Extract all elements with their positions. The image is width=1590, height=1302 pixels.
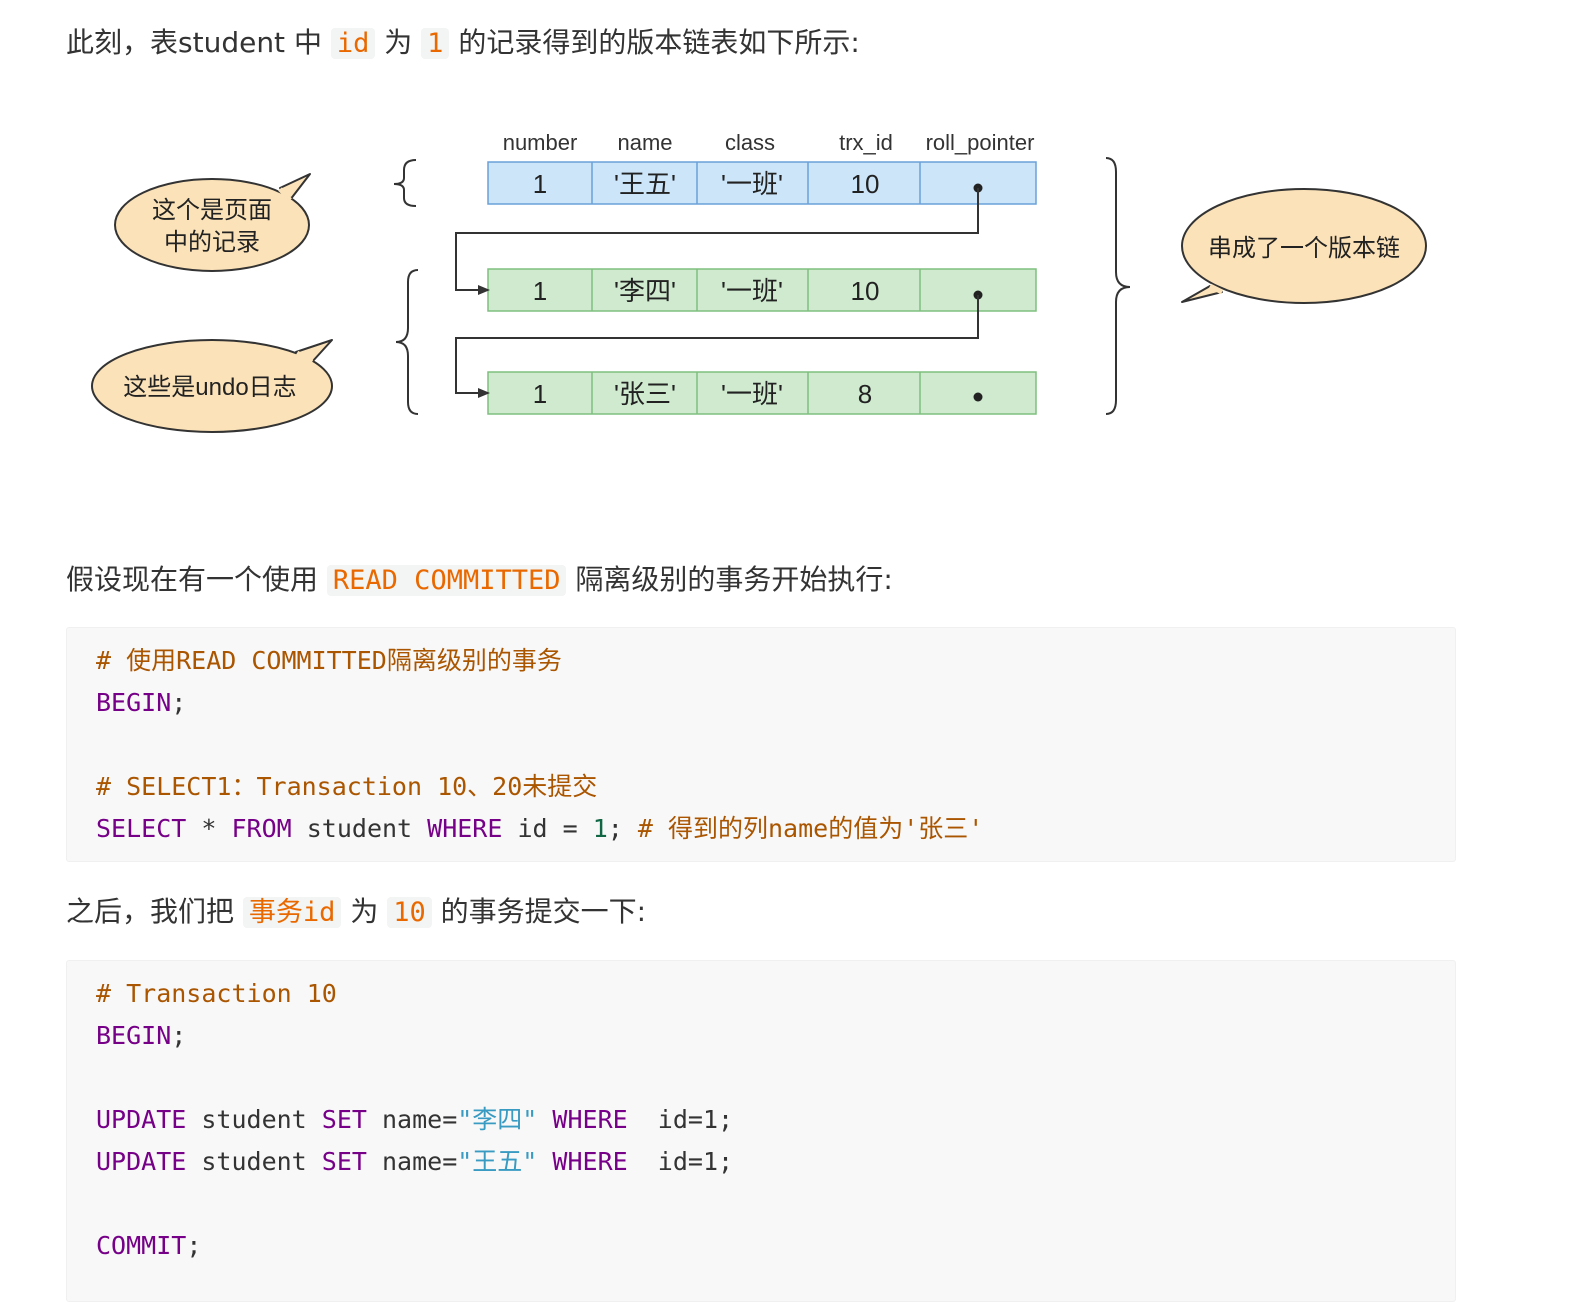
code-block-transaction[interactable]: # Transaction 10 BEGIN; UPDATE student S… (66, 960, 1456, 1302)
cell-trx-id: 8 (858, 379, 872, 409)
bubble-page-text-line2: 中的记录 (164, 229, 260, 256)
inline-code-transaction-id: 事务id (242, 897, 342, 928)
cell-class: '一班' (721, 379, 783, 409)
code-block-select[interactable]: # 使用READ COMMITTED隔离级别的事务 BEGIN; # SELEC… (66, 627, 1456, 862)
cell-class: '一班' (721, 169, 783, 199)
cell-trx-id: 10 (851, 169, 880, 199)
bubble-chain-text: 串成了一个版本链 (1208, 235, 1400, 262)
para2-text-suffix: 隔离级别的事务开始执行: (566, 563, 893, 596)
roll-pointer-dot (973, 392, 983, 402)
para3-text-prefix: 之后，我们把 (66, 895, 243, 928)
header-trx-id: trx_id (839, 130, 893, 155)
code-comment-line: # SELECT1：Transaction 10、20未提交 (96, 772, 598, 801)
keyword-update: UPDATE (96, 1147, 187, 1176)
code-select-line: SELECT * FROM student WHERE id = 1; # 得到… (96, 813, 983, 845)
commit-paragraph: 之后，我们把 事务id 为 10 的事务提交一下: (66, 892, 646, 933)
keyword-set: SET (321, 1147, 367, 1176)
bubble-undo-text: 这些是undo日志 (123, 374, 296, 401)
inline-code-id: id (330, 28, 376, 59)
code-update-line: UPDATE student SET name="王五" WHERE id=1; (96, 1146, 733, 1178)
keyword-where: WHERE (552, 1105, 628, 1134)
cell-trx-id: 10 (851, 276, 880, 306)
version-chain-diagram: number name class trx_id roll_pointer 1 … (91, 130, 1427, 433)
inline-code-ten: 10 (387, 897, 432, 928)
connector-arrow (455, 295, 979, 398)
cell-number: 1 (533, 169, 547, 199)
semicolon: ; (171, 1021, 187, 1050)
header-roll-pointer: roll_pointer (926, 130, 1035, 155)
connector-arrow (455, 188, 979, 295)
condition: id=1; (627, 1147, 734, 1176)
cell-number: 1 (533, 379, 547, 409)
version-chain-brace (1105, 157, 1131, 415)
roll-pointer-connectors (455, 188, 979, 398)
bubble-undo-log: 这些是undo日志 (91, 339, 333, 433)
keyword-where: WHERE (427, 814, 503, 843)
code-comment-line: # Transaction 10 (96, 979, 337, 1008)
code-begin-line: BEGIN; (96, 1020, 186, 1052)
cell-name: '王五' (614, 169, 676, 199)
inline-code-isolation-level: READ COMMITTED (326, 565, 567, 596)
code-commit-line: COMMIT; (96, 1230, 201, 1262)
record-row-current: 1 '王五' '一班' 10 (487, 161, 1037, 205)
bubble-version-chain: 串成了一个版本链 (1181, 188, 1427, 304)
para2-text-prefix: 假设现在有一个使用 (66, 563, 327, 596)
semicolon: ; (186, 1231, 202, 1260)
keyword-update: UPDATE (96, 1105, 187, 1134)
keyword-select: SELECT (96, 814, 187, 843)
bubble-page-text-line1: 这个是页面 (152, 197, 272, 224)
undo-log-row: 1 '李四' '一班' 10 (487, 268, 1037, 312)
column-headers: number name class trx_id roll_pointer (503, 130, 1035, 155)
code-comment-line: # 使用READ COMMITTED隔离级别的事务 (96, 646, 562, 675)
code-begin-line: BEGIN; (96, 687, 186, 719)
header-name: name (617, 130, 672, 155)
keyword-from: FROM (231, 814, 292, 843)
cell-number: 1 (533, 276, 547, 306)
code-update-line: UPDATE student SET name="李四" WHERE id=1; (96, 1104, 733, 1136)
para3-text-mid: 为 (341, 895, 388, 928)
cell-name: '李四' (614, 276, 676, 306)
header-number: number (503, 130, 578, 155)
number-literal: 1 (592, 814, 608, 843)
keyword-begin: BEGIN (96, 1021, 172, 1050)
keyword-set: SET (321, 1105, 367, 1134)
table-name: student (291, 814, 428, 843)
para3-text-suffix: 的事务提交一下: (431, 895, 647, 928)
intro-text-suffix: 的记录得到的版本链表如下所示: (449, 26, 860, 59)
assignment: name= (366, 1147, 458, 1176)
cell-class: '一班' (721, 276, 783, 306)
intro-text-mid: 为 (375, 26, 422, 59)
condition: id = (502, 814, 593, 843)
inline-code-value: 1 (421, 28, 450, 59)
trailing-comment: # 得到的列name的值为'张三' (637, 814, 984, 843)
bubble-page-record: 这个是页面 中的记录 (114, 173, 311, 272)
semicolon: ; (171, 688, 187, 717)
table-name: student (186, 1147, 322, 1176)
string-literal: "王五" (457, 1147, 538, 1176)
keyword-commit: COMMIT (96, 1231, 187, 1260)
page-record-brace (393, 159, 417, 207)
condition: id=1; (627, 1105, 734, 1134)
header-class: class (725, 130, 775, 155)
string-literal: "李四" (457, 1105, 538, 1134)
keyword-begin: BEGIN (96, 688, 172, 717)
cell-name: '张三' (614, 379, 676, 409)
keyword-where: WHERE (552, 1147, 628, 1176)
select-star: * (186, 814, 232, 843)
table-name: student (186, 1105, 322, 1134)
intro-text-prefix: 此刻，表student 中 (66, 26, 331, 59)
intro-paragraph: 此刻，表student 中 id 为 1 的记录得到的版本链表如下所示: (66, 23, 860, 64)
braces (393, 157, 1131, 415)
isolation-paragraph: 假设现在有一个使用 READ COMMITTED 隔离级别的事务开始执行: (66, 560, 893, 601)
assignment: name= (366, 1105, 458, 1134)
statement-end: ; (607, 814, 638, 843)
undo-log-row: 1 '张三' '一班' 8 (487, 371, 1037, 415)
undo-log-brace (395, 269, 419, 415)
